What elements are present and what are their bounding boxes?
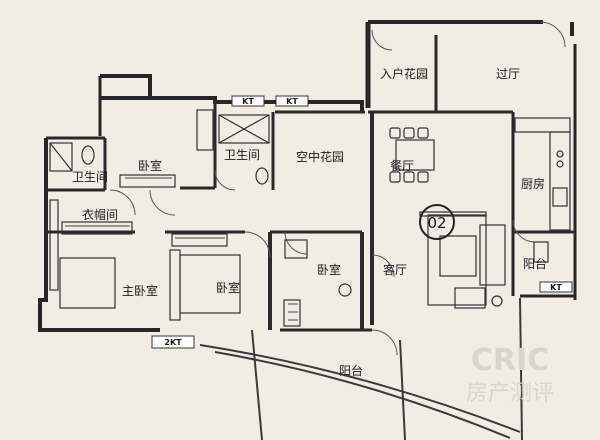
room-label-bedroom-right: 卧室 (317, 262, 341, 277)
watermark-brand: CRIC (471, 343, 549, 378)
bathroom-fixtures (49, 109, 270, 185)
room-label-entry-garden: 入户花园 (380, 66, 428, 81)
door-swings (109, 21, 566, 356)
watermark-sub: 房产测评 (466, 381, 554, 406)
room-label-balcony-main: 阳台 (339, 363, 363, 378)
room-label-bedroom-center: 卧室 (216, 280, 240, 295)
kt-box-1 (231, 95, 265, 107)
room-label-walk-in-closet: 衣帽间 (82, 207, 118, 222)
room-label-sky-garden: 空中花园 (296, 149, 344, 164)
room-label-dining: 餐厅 (390, 158, 414, 173)
living-furniture (419, 211, 506, 309)
room-label-balcony-kitchen: 阳台 (523, 256, 547, 271)
kt-box-2k (151, 335, 195, 349)
unit-badge-text: 02 (427, 214, 446, 232)
kt-label-3: KT (550, 283, 562, 292)
unit-badge-circle (419, 204, 455, 240)
room-label-hall: 过厅 (496, 67, 520, 81)
room-label-bathroom-center: 卫生间 (224, 148, 260, 162)
balcony-curve (199, 297, 523, 440)
kt-boxes (151, 95, 573, 349)
interior-walls (46, 35, 575, 332)
room-label-bedroom-top: 卧室 (138, 158, 162, 173)
outer-walls (38, 20, 577, 332)
kt-label-1: KT (242, 97, 254, 106)
bedroom-furniture (49, 174, 352, 327)
kt-label-2k: 2KT (164, 338, 182, 347)
dining-set (389, 127, 435, 183)
unit-badge: 02 (419, 204, 455, 240)
kt-box-2 (275, 95, 309, 107)
kitchen-counters (514, 117, 571, 263)
kt-box-3 (539, 281, 573, 293)
wardrobe-hatching (65, 177, 298, 321)
kt-label-2: KT (286, 97, 298, 106)
room-label-kitchen: 厨房 (521, 176, 545, 191)
room-label-living-room: 客厅 (383, 262, 407, 277)
room-label-master-bedroom: 主卧室 (122, 283, 158, 298)
room-label-bathroom-left: 卫生间 (72, 170, 108, 184)
